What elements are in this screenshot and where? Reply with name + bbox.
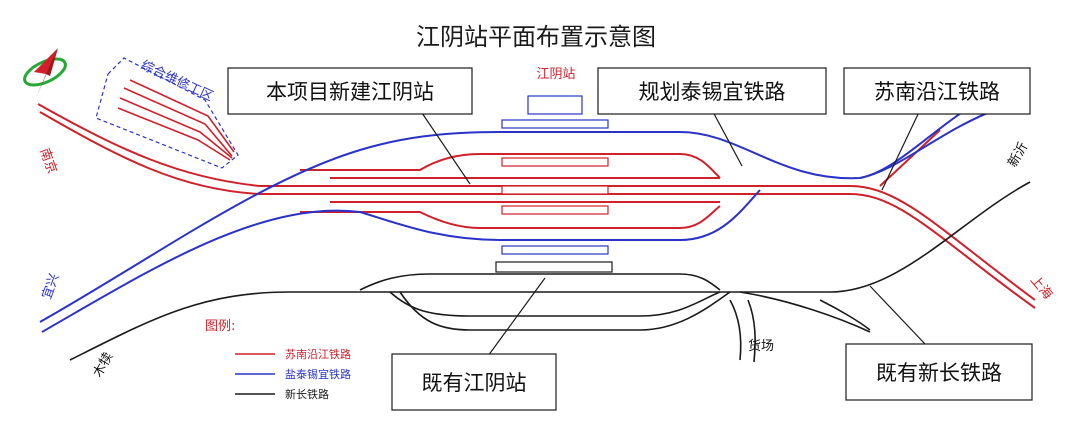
direction-nanjing: 南京 <box>36 146 60 176</box>
legend-label-red: 苏南沿江铁路 <box>285 348 351 361</box>
callout-new-station-text: 本项目新建江阴站 <box>266 80 434 104</box>
legend-label-black: 新长铁路 <box>285 387 329 401</box>
diagram-title: 江阴站平面布置示意图 <box>416 23 656 51</box>
callout-existing-railway-text: 既有新长铁路 <box>876 361 1002 385</box>
callout-new-station: 本项目新建江阴站 <box>227 67 473 115</box>
legend-label-blue: 盐泰锡宜铁路 <box>285 367 351 381</box>
callout-sunan-railway-text: 苏南沿江铁路 <box>874 80 1000 104</box>
direction-mudu: 木犊 <box>90 350 116 380</box>
legend-title: 图例: <box>205 319 235 334</box>
station-name-label: 江阴站 <box>536 67 575 82</box>
platforms <box>495 95 613 273</box>
callout-existing-station: 既有江阴站 <box>391 353 557 411</box>
direction-xinyi: 新沂 <box>1005 139 1032 170</box>
legend: 图例: 苏南沿江铁路 盐泰锡宜铁路 新长铁路 <box>205 319 351 401</box>
maintenance-area: 综合维修工区 <box>95 57 239 169</box>
callout-existing-railway: 既有新长铁路 <box>845 343 1033 401</box>
maintenance-area-label: 综合维修工区 <box>138 58 215 105</box>
black-railway-lines <box>69 181 1031 363</box>
callout-planned-railway-text: 规划泰锡宜铁路 <box>639 80 786 104</box>
compass-arrow-icon <box>23 48 67 98</box>
blue-railway-lines <box>39 95 1001 333</box>
callout-planned-railway: 规划泰锡宜铁路 <box>597 67 827 115</box>
callout-sunan-railway: 苏南沿江铁路 <box>843 67 1031 115</box>
callout-existing-station-text: 既有江阴站 <box>422 371 527 395</box>
direction-yixing: 宜兴 <box>40 272 63 302</box>
freight-yard-label: 货场 <box>748 338 774 354</box>
callout-leaders <box>419 109 926 357</box>
